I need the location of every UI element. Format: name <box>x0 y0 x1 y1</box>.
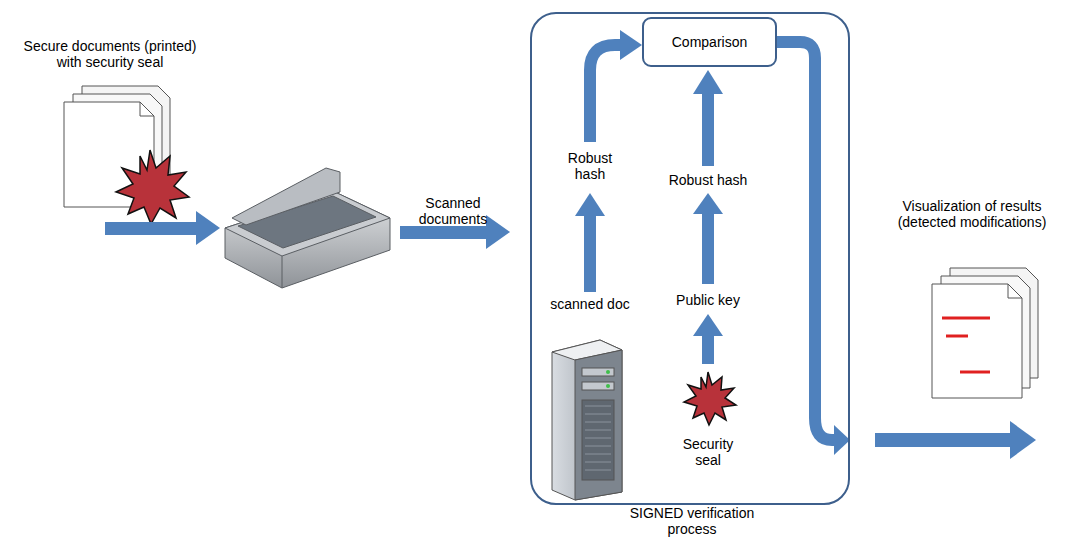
process-region: SIGNED verification processComparison <box>530 12 850 505</box>
flow-arrow <box>105 211 220 245</box>
flow-arrow <box>575 193 605 292</box>
process-box: Comparison <box>642 17 777 67</box>
step-label: Robust hash <box>560 150 620 182</box>
step-label: Robust hash <box>648 172 768 188</box>
step-label: Public key <box>658 292 758 308</box>
box-label: Comparison <box>672 34 747 50</box>
step-label: Security seal <box>673 436 743 468</box>
security-seal <box>116 150 189 224</box>
region-title: SIGNED verification process <box>617 505 767 537</box>
flow-label: Scanned documents <box>408 195 498 227</box>
security-seal <box>684 372 736 425</box>
server-icon <box>552 340 622 500</box>
curved-flow-arrow <box>777 42 850 455</box>
flow-arrow <box>693 70 723 364</box>
curved-flow-arrow <box>590 30 642 142</box>
caption-text: Visualization of results (detected modif… <box>882 198 1062 230</box>
scanner-icon <box>225 168 390 288</box>
server-slots <box>585 406 611 470</box>
caption-text: Secure documents (printed) with security… <box>15 38 205 70</box>
step-label: scanned doc <box>545 296 635 312</box>
result-document-stack <box>932 268 1038 398</box>
flow-arrow <box>875 421 1036 459</box>
